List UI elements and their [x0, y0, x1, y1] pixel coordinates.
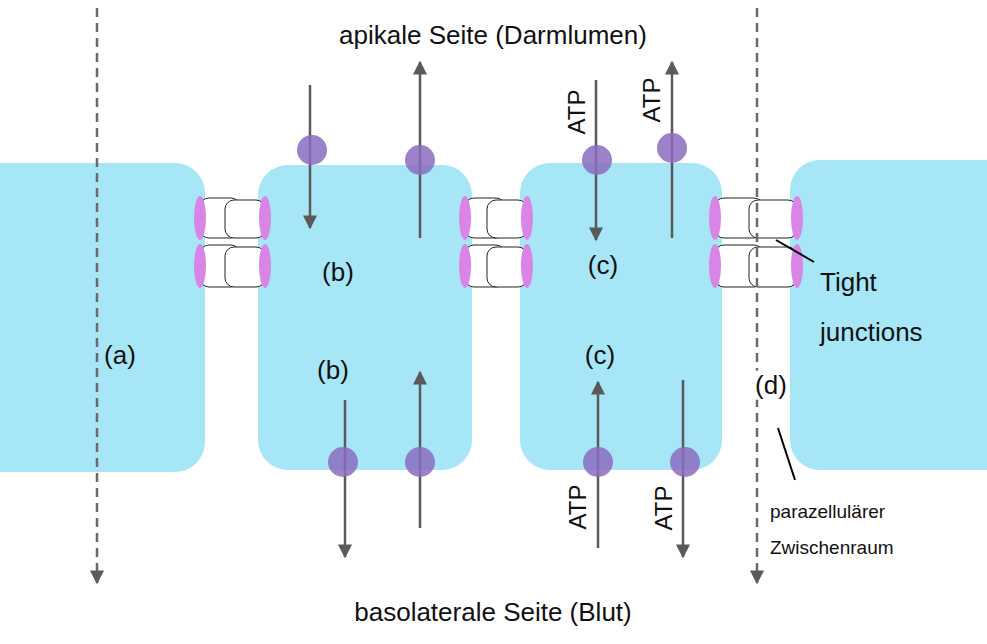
cell-body — [790, 160, 987, 470]
junction-anchor — [709, 196, 721, 240]
cell-body — [258, 165, 472, 470]
atp-label: ATP — [651, 486, 677, 531]
transporter-protein — [657, 133, 687, 163]
junction-anchor — [259, 196, 271, 240]
junction-anchor — [521, 244, 533, 288]
junction-anchor — [709, 244, 721, 288]
junction-anchor — [459, 196, 471, 240]
transporter-protein — [405, 447, 435, 477]
pathway-label: (c) — [585, 341, 615, 370]
atp-label: ATP — [639, 78, 665, 123]
cell: (a) — [0, 163, 205, 472]
cell-body — [0, 163, 205, 472]
atp-label: ATP — [564, 90, 590, 135]
cell-body — [520, 163, 722, 470]
transporter-protein — [405, 145, 435, 175]
pathway-label: (b) — [322, 258, 354, 287]
tight-junction — [200, 198, 797, 287]
pathway-label: (d) — [753, 371, 789, 400]
transport-arrow — [344, 400, 347, 557]
transporter-protein — [582, 145, 612, 175]
callout-label: Tight junctions — [820, 257, 960, 357]
junction-anchor — [521, 196, 533, 240]
junction-anchor — [791, 196, 803, 240]
paracellular-arrow — [756, 8, 759, 583]
transporter-protein — [328, 447, 358, 477]
junction-anchor — [194, 244, 206, 288]
leader-line — [778, 428, 795, 480]
leader-line — [776, 240, 814, 262]
junction-anchor — [194, 196, 803, 288]
junction-protein — [225, 200, 265, 238]
dashed-route — [97, 8, 757, 583]
transporter — [297, 133, 700, 477]
side-label: apikale Seite (Darmlumen) — [339, 21, 647, 50]
transporter-protein — [297, 135, 327, 165]
junction-anchor — [459, 244, 471, 288]
transcellular-arrow — [96, 8, 99, 583]
side-label: basolaterale Seite (Blut) — [354, 598, 631, 627]
junction-protein — [487, 200, 527, 238]
pathway-label: (b) — [317, 356, 349, 385]
transporter-protein — [670, 447, 700, 477]
pathway-label: (a) — [104, 341, 136, 370]
atp-label: ATP — [565, 485, 591, 530]
junction-protein — [225, 247, 265, 287]
cell: (b) (b) — [258, 165, 472, 470]
transporter-protein — [583, 447, 613, 477]
cell: (c) (c) — [520, 163, 722, 470]
pathway-label: (c) — [588, 251, 618, 280]
junction-anchor — [194, 196, 206, 240]
junction-protein — [487, 247, 527, 287]
callout-label: parazellulärer Zwischenraum — [770, 494, 920, 566]
transport-arrows — [310, 62, 683, 557]
junction-anchor — [259, 244, 271, 288]
